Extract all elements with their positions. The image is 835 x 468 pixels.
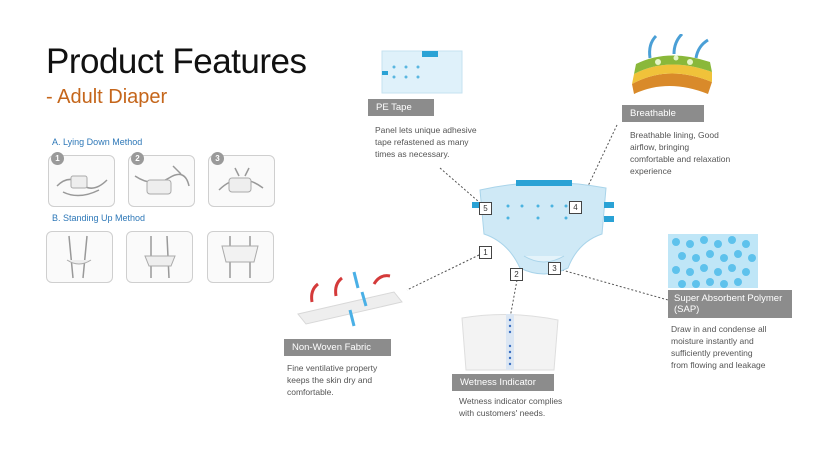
wetness-indicator-label: Wetness Indicator bbox=[452, 374, 554, 391]
wetness-indicator-image bbox=[458, 310, 562, 372]
breathable-layers-image bbox=[628, 32, 718, 102]
breathable-label: Breathable bbox=[622, 105, 704, 122]
sap-polymer-image bbox=[668, 234, 758, 288]
standing-step-2-illustration bbox=[126, 231, 193, 283]
lying-step-1-illustration: 1 bbox=[48, 152, 115, 207]
lying-step-3-illustration: 3 bbox=[208, 152, 275, 207]
non-woven-fabric-label: Non-Woven Fabric bbox=[284, 339, 391, 356]
marker-5: 5 bbox=[479, 202, 492, 215]
marker-1: 1 bbox=[479, 246, 492, 259]
standing-step-1-illustration bbox=[46, 231, 113, 283]
standing-up-method-label: B. Standing Up Method bbox=[52, 213, 146, 223]
step-number: 2 bbox=[131, 152, 144, 165]
step-number: 3 bbox=[211, 152, 224, 165]
standing-step-3-illustration bbox=[207, 231, 274, 283]
lying-step-2-illustration: 2 bbox=[128, 152, 195, 207]
step-number: 1 bbox=[51, 152, 64, 165]
pe-tape-label: PE Tape bbox=[368, 99, 434, 116]
sap-label: Super Absorbent Polymer(SAP) bbox=[668, 290, 792, 318]
lying-down-method-label: A. Lying Down Method bbox=[52, 137, 143, 147]
page-subtitle: - Adult Diaper bbox=[46, 86, 168, 108]
marker-3: 3 bbox=[548, 262, 561, 275]
page-title: Product Features bbox=[46, 42, 307, 81]
non-woven-fabric-image bbox=[294, 262, 406, 334]
marker-4: 4 bbox=[569, 201, 582, 214]
pe-tape-image bbox=[378, 47, 466, 97]
marker-2: 2 bbox=[510, 268, 523, 281]
diaper-image bbox=[468, 172, 618, 284]
